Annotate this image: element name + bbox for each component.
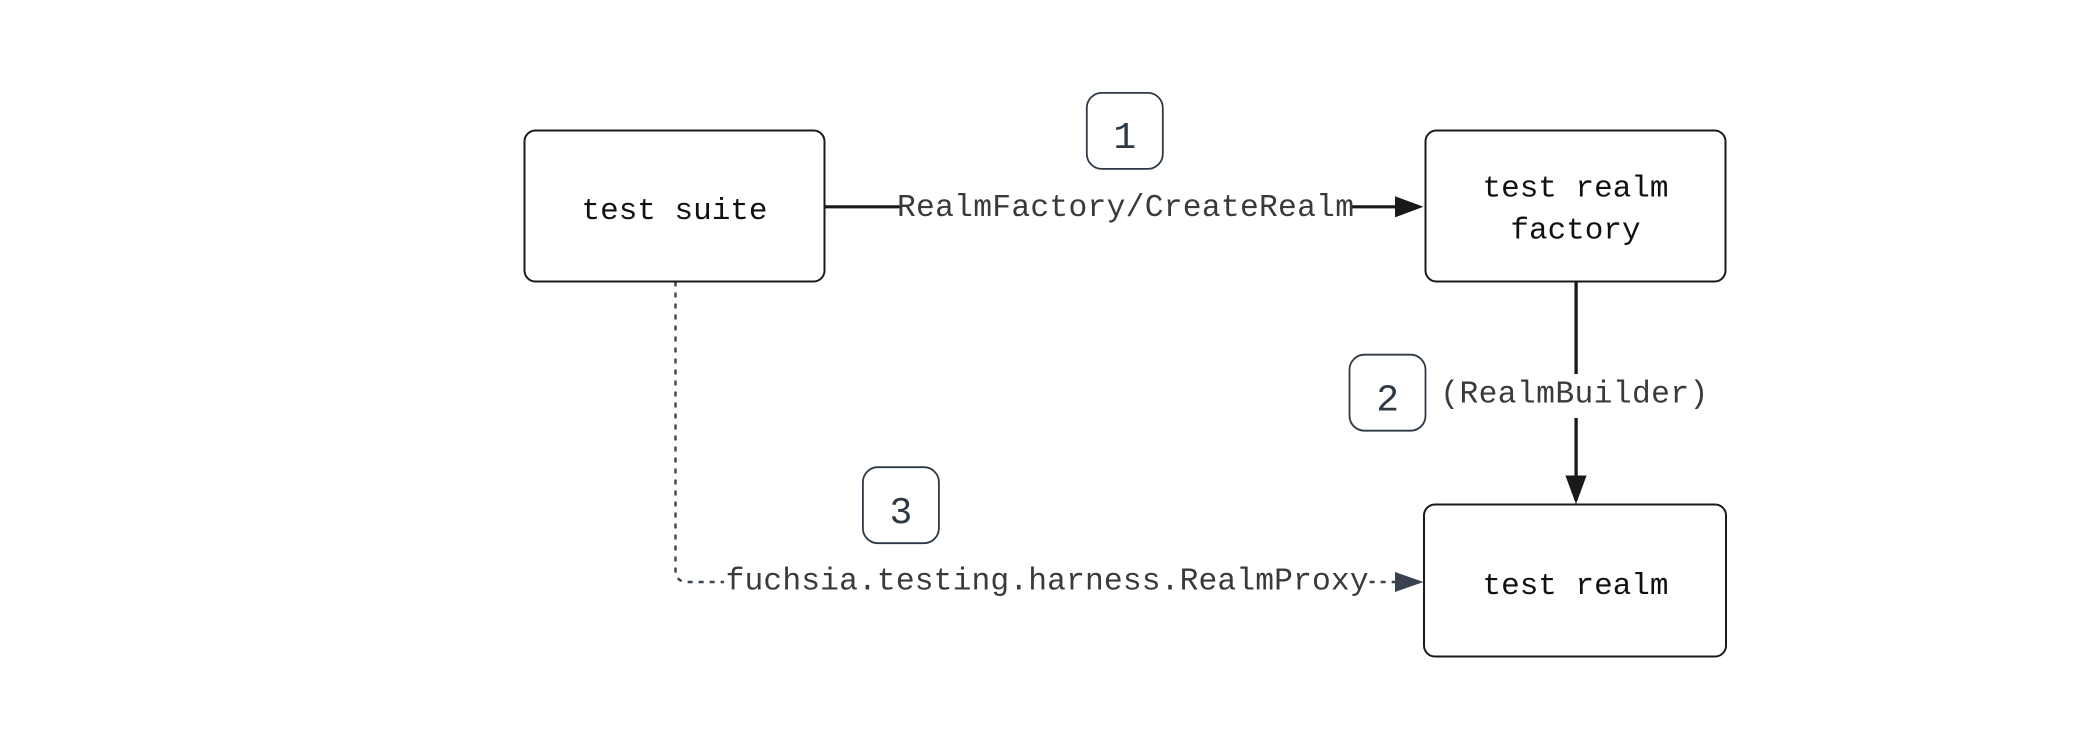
svg-text:test realm: test realm [1482,569,1668,604]
svg-text:RealmFactory/CreateRealm: RealmFactory/CreateRealm [897,191,1354,226]
svg-text:3: 3 [889,492,912,535]
svg-text:(RealmBuilder): (RealmBuilder) [1440,378,1708,413]
svg-text:1: 1 [1113,117,1136,160]
svg-text:test suite: test suite [581,194,767,229]
svg-text:fuchsia.testing.harness.RealmP: fuchsia.testing.harness.RealmProxy [726,565,1369,600]
svg-text:test realm: test realm [1482,172,1668,207]
svg-text:2: 2 [1376,379,1399,422]
svg-text:factory: factory [1510,213,1640,248]
